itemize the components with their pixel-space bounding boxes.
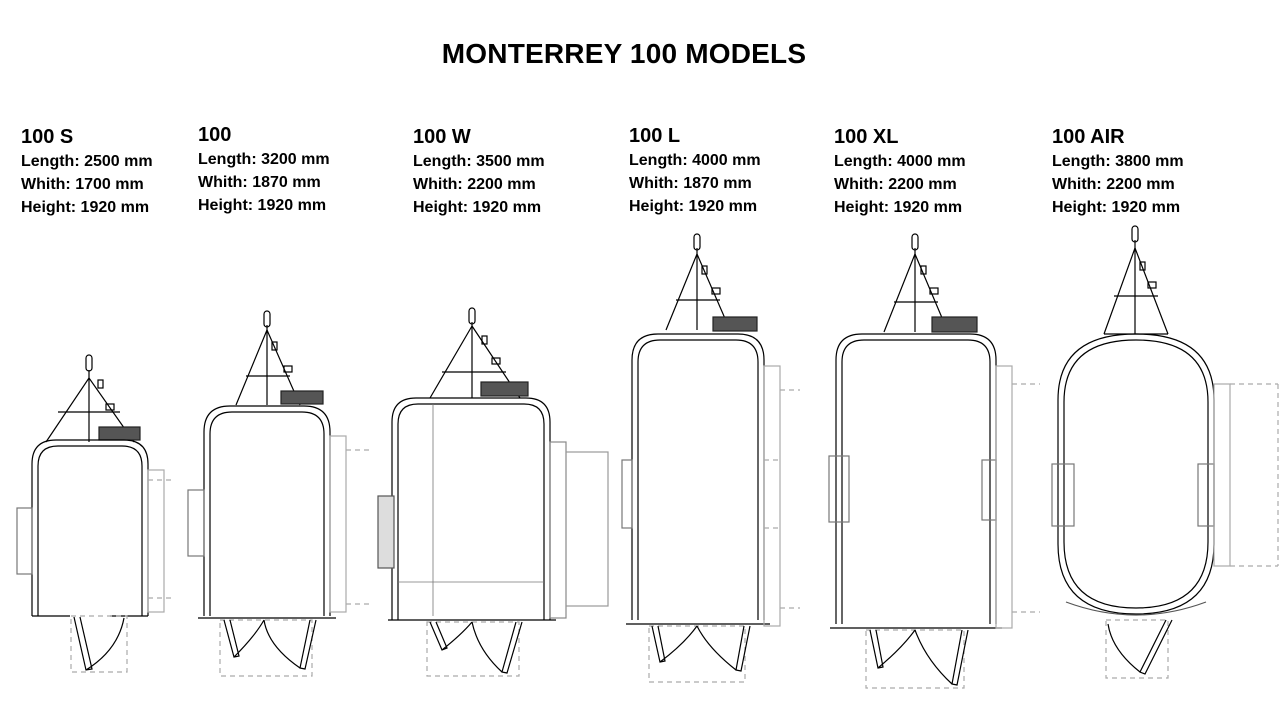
model-width: Whith: 2200 mm [834,176,957,193]
spec-100-w: 100 W Length: 3500 mm Whith: 2200 mm Hei… [413,124,545,219]
spare-wheel-icon [98,426,141,441]
model-width: Whith: 1870 mm [629,175,752,192]
model-name: 100 L [629,125,681,147]
plan-100-air [1051,225,1279,679]
drawbar-icon [235,310,301,406]
model-name: 100 AIR [1052,126,1125,148]
spec-100: 100 Length: 3200 mm Whith: 1870 mm Heigh… [198,122,330,217]
model-width: Whith: 1700 mm [21,176,144,193]
door-icon [223,619,317,670]
body-outline [835,333,997,624]
spec-100-air: 100 AIR Length: 3800 mm Whith: 2200 mm H… [1052,124,1184,219]
plan-100-l [621,233,800,683]
body-outline [31,439,149,616]
door-icon [651,625,751,672]
body-outline [631,333,765,620]
plan-100-s [16,354,172,673]
model-height: Height: 1920 mm [1052,199,1181,216]
plan-100 [187,310,372,677]
spare-wheel-icon [931,316,978,333]
spec-100-l: 100 L Length: 4000 mm Whith: 1870 mm Hei… [629,123,761,218]
body-outline [1057,333,1215,615]
plan-100-w [377,307,609,677]
model-length: Length: 4000 mm [834,153,966,170]
door-icon [1107,619,1173,675]
spare-wheel-icon [480,381,529,397]
body-outline [203,405,331,616]
model-name: 100 XL [834,126,899,148]
model-height: Height: 1920 mm [198,197,327,214]
spare-wheel-icon [712,316,758,332]
model-length: Length: 3800 mm [1052,153,1184,170]
drawbar-icon [1103,225,1169,335]
model-length: Length: 3200 mm [198,151,330,168]
body-outline [391,397,551,620]
model-name: 100 W [413,126,471,148]
spare-wheel-icon [280,390,324,405]
model-height: Height: 1920 mm [834,199,963,216]
model-length: Length: 2500 mm [21,153,153,170]
spec-100-s: 100 S Length: 2500 mm Whith: 1700 mm Hei… [21,124,153,219]
model-name: 100 [198,124,232,146]
model-width: Whith: 1870 mm [198,174,321,191]
model-width: Whith: 2200 mm [1052,176,1175,193]
model-length: Length: 4000 mm [629,152,761,169]
model-height: Height: 1920 mm [629,198,758,215]
plan-100-xl [828,233,1040,689]
model-name: 100 S [21,126,74,148]
model-height: Height: 1920 mm [413,199,542,216]
door-icon [73,616,125,671]
door-icon [429,621,523,674]
model-height: Height: 1920 mm [21,199,150,216]
drawbar-icon [665,233,731,331]
page-title: MONTERREY 100 MODELS [441,38,807,69]
model-length: Length: 3500 mm [413,153,545,170]
model-width: Whith: 2200 mm [413,176,536,193]
spec-100-xl: 100 XL Length: 4000 mm Whith: 2200 mm He… [834,124,966,219]
door-icon [869,629,969,686]
